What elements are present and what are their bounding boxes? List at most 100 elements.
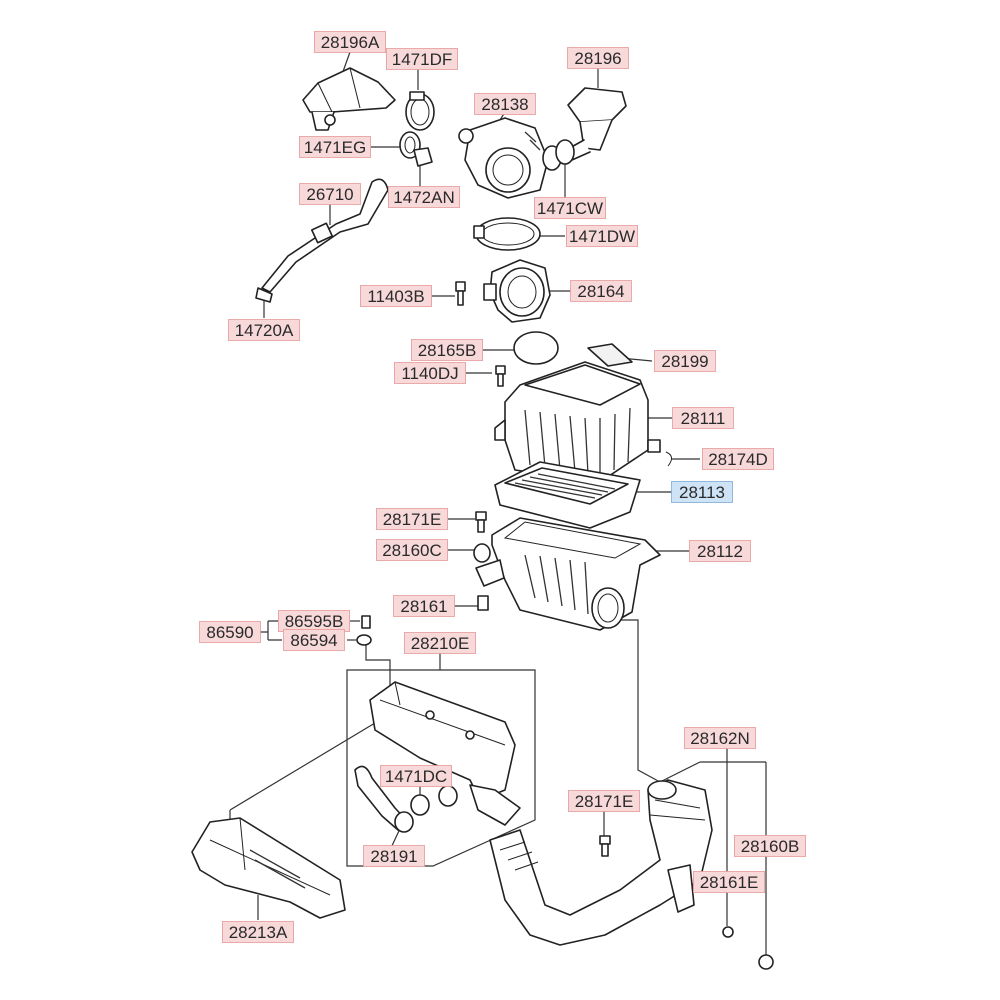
intake-snorkel-28196 [565,87,627,161]
callout-text: 86594 [290,631,337,650]
hose-clamp-1471DF [405,91,435,131]
callout-28160c[interactable]: 28160C [375,539,448,561]
callout-text: 28161 [400,597,447,616]
callout-26710[interactable]: 26710 [299,183,361,205]
hose-clamp-1471DC [410,785,458,816]
callout-28171e[interactable]: 28171E [568,790,641,812]
air-cleaner-cover-28111 [494,361,661,483]
callout-text: 1140DJ [401,364,458,383]
callout-28165b[interactable]: 28165B [410,339,483,361]
intake-duct-28210E [369,681,521,826]
callout-box [363,845,425,867]
callout-text: 86595B [285,612,344,631]
callout-28196[interactable]: 28196 [567,47,629,69]
bolt-28171E-lower [599,835,611,857]
callout-1471cw[interactable]: 1471CW [534,197,607,219]
callout-28138[interactable]: 28138 [474,93,536,115]
bolt-28171E-upper [475,511,487,533]
callout-1471dc[interactable]: 1471DC [379,765,452,787]
callout-28171e[interactable]: 28171E [375,508,448,530]
callout-1471df[interactable]: 1471DF [385,48,458,70]
callout-86594[interactable]: 86594 [283,629,345,651]
callout-text: 1471CW [537,199,603,218]
callout-box [702,448,775,470]
callout-box [385,48,458,70]
heat-shield-28213A [191,817,346,919]
callout-labels: 28196A 1471DF 28196 28138 1471EG 26710 1472AN 1… [199,31,807,943]
callout-text: 28213A [229,923,288,942]
callout-text: 28196A [321,33,380,52]
callout-text: 28210E [411,634,470,653]
callout-86590[interactable]: 86590 [199,621,261,643]
callout-28196a[interactable]: 28196A [313,31,386,53]
callout-28160b[interactable]: 28160B [734,835,807,857]
mount-28161 [477,595,489,611]
callout-28161e[interactable]: 28161E [693,871,766,893]
callout-28162n[interactable]: 28162N [684,727,757,749]
callout-28210e[interactable]: 28210E [403,632,476,654]
callout-28191[interactable]: 28191 [363,845,425,867]
callout-28213a[interactable]: 28213A [221,921,294,943]
callout-text: 1471DW [569,227,635,246]
hose-28191 [354,765,414,833]
callout-text: 28191 [370,847,417,866]
callout-box [393,362,466,384]
callout-1472an[interactable]: 1472AN [387,186,460,208]
assembly-frame-28210E [346,669,536,867]
callout-box [387,186,460,208]
callout-box [283,629,345,651]
callout-1471dw[interactable]: 1471DW [566,225,639,247]
callout-box [567,47,629,69]
callout-1471eg[interactable]: 1471EG [298,136,371,158]
callout-28161[interactable]: 28161 [393,595,455,617]
callout-text: 26710 [306,185,353,204]
callout-28111[interactable]: 28111 [672,407,734,429]
filter-element-28113 [494,461,641,529]
callout-text: 28171E [575,792,634,811]
callout-box [375,539,448,561]
callout-text: 28196 [574,49,621,68]
callout-text: 14720A [235,321,294,340]
callout-box [684,727,757,749]
label-plate-28199 [587,343,633,367]
callout-box [379,765,452,787]
callout-box [568,790,641,812]
callout-box [221,921,294,943]
callout-box [566,225,639,247]
callout-text: 1471DC [385,767,447,786]
hose-clamp-1471CW [542,139,575,171]
grommet-28160B [758,954,774,970]
bracket-28161E [667,864,734,938]
callout-box [375,508,448,530]
callout-28164[interactable]: 28164 [570,280,632,302]
breather-hose-26710 [255,178,389,303]
callout-text: 28113 [679,483,725,502]
clip-28174D [665,451,672,467]
throttle-duct-28138 [458,117,549,199]
callout-text: 28162N [690,729,750,748]
callout-1140dj[interactable]: 1140DJ [393,362,466,384]
callout-text: 28199 [661,352,708,371]
callout-box [403,632,476,654]
callout-28174d[interactable]: 28174D [702,448,775,470]
callout-text: 28171E [383,510,442,529]
callout-box [227,319,300,341]
callout-box [393,595,455,617]
callout-28199[interactable]: 28199 [654,350,716,372]
callout-28112[interactable]: 28112 [689,540,751,562]
callout-text: 28138 [481,95,528,114]
air-cleaner-body-28112 [475,517,661,631]
callout-86595b[interactable]: 86595B [277,610,350,632]
callout-14720a[interactable]: 14720A [227,319,300,341]
callout-text: 28160B [741,837,800,856]
callout-box [534,197,607,219]
bolt-1140DJ [495,365,506,387]
callout-11403b[interactable]: 11403B [359,285,432,307]
callout-28113[interactable]: 28113 [671,481,733,503]
callout-text: 28160C [382,541,442,560]
resonator-duct-28196A [302,67,396,131]
callout-box [313,31,386,53]
callout-box [298,136,371,158]
air-flow-sensor-28164 [483,259,551,323]
